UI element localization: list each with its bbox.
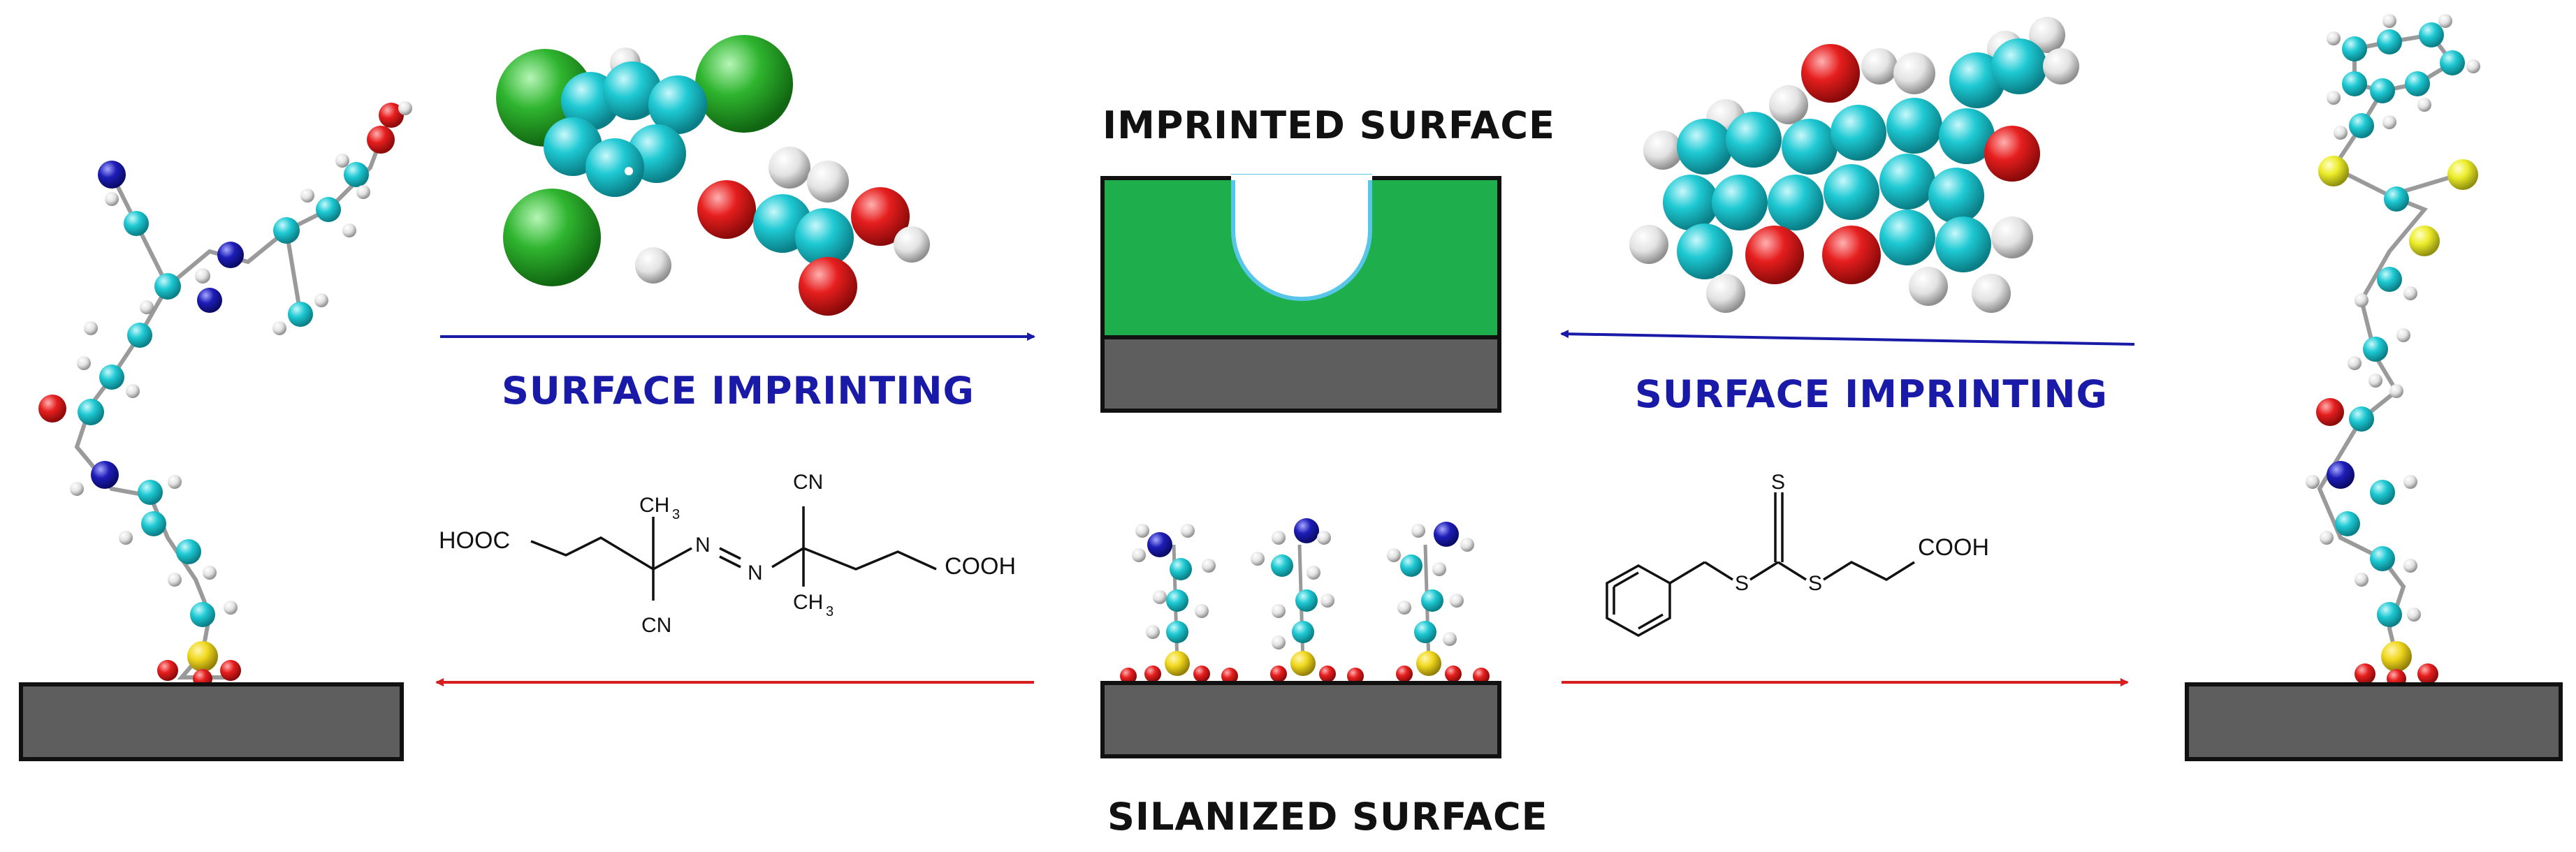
hooc-label: HOOC xyxy=(439,527,510,554)
azo-initiator-structural-formula xyxy=(530,506,937,601)
s-top-label: S xyxy=(1771,471,1785,494)
raft-agent-ball-and-stick-icon xyxy=(2306,14,2480,689)
substrate-right xyxy=(2185,682,2563,761)
silanized-substrate xyxy=(1100,681,1501,758)
cn-bottom-label: CN xyxy=(641,614,671,637)
surface-imprinting-label-right: SURFACE IMPRINTING xyxy=(1635,372,2108,416)
n-left-label: N xyxy=(695,534,711,557)
raft-agent-structural-formula xyxy=(1606,492,1915,638)
raft-cooh-label: COOH xyxy=(1918,534,1989,561)
warfarin-spacefill-icon xyxy=(1629,17,2079,313)
n-right-label: N xyxy=(748,561,763,585)
azo-initiator-labels: HOOC CH 3 N N CN CN CH 3 COOH xyxy=(439,471,1016,637)
ch3-top-sub: 3 xyxy=(672,507,680,522)
s-left-label: S xyxy=(1735,572,1749,595)
cooh-label: COOH xyxy=(945,553,1016,580)
s-right-label: S xyxy=(1808,572,1822,595)
silanized-surface-molecules xyxy=(1120,518,1490,684)
silane-molecule-3-icon xyxy=(1387,522,1474,682)
silane-molecule-1-icon xyxy=(1132,524,1216,682)
ch3-top-label: CH xyxy=(639,494,669,517)
raft-agent-labels: S S S COOH xyxy=(1735,471,1989,595)
trichlorophenoxyacetic-acid-spacefill-icon xyxy=(496,35,930,316)
azo-initiator-ball-and-stick-icon xyxy=(38,101,412,689)
silane-molecule-2-icon xyxy=(1251,518,1336,682)
ch3-bottom-sub: 3 xyxy=(826,604,834,619)
surface-imprinting-label-left: SURFACE IMPRINTING xyxy=(502,369,975,413)
imprinted-surface-label: IMPRINTED SURFACE xyxy=(1103,103,1555,147)
silanized-surface-label: SILANIZED SURFACE xyxy=(1107,795,1548,839)
ch3-bottom-label: CH xyxy=(793,591,823,614)
substrate-left xyxy=(19,682,404,761)
cn-top-label: CN xyxy=(793,471,823,494)
imprinting-arrow-right xyxy=(1560,330,2135,346)
imprinted-surface-block xyxy=(1100,174,1501,413)
